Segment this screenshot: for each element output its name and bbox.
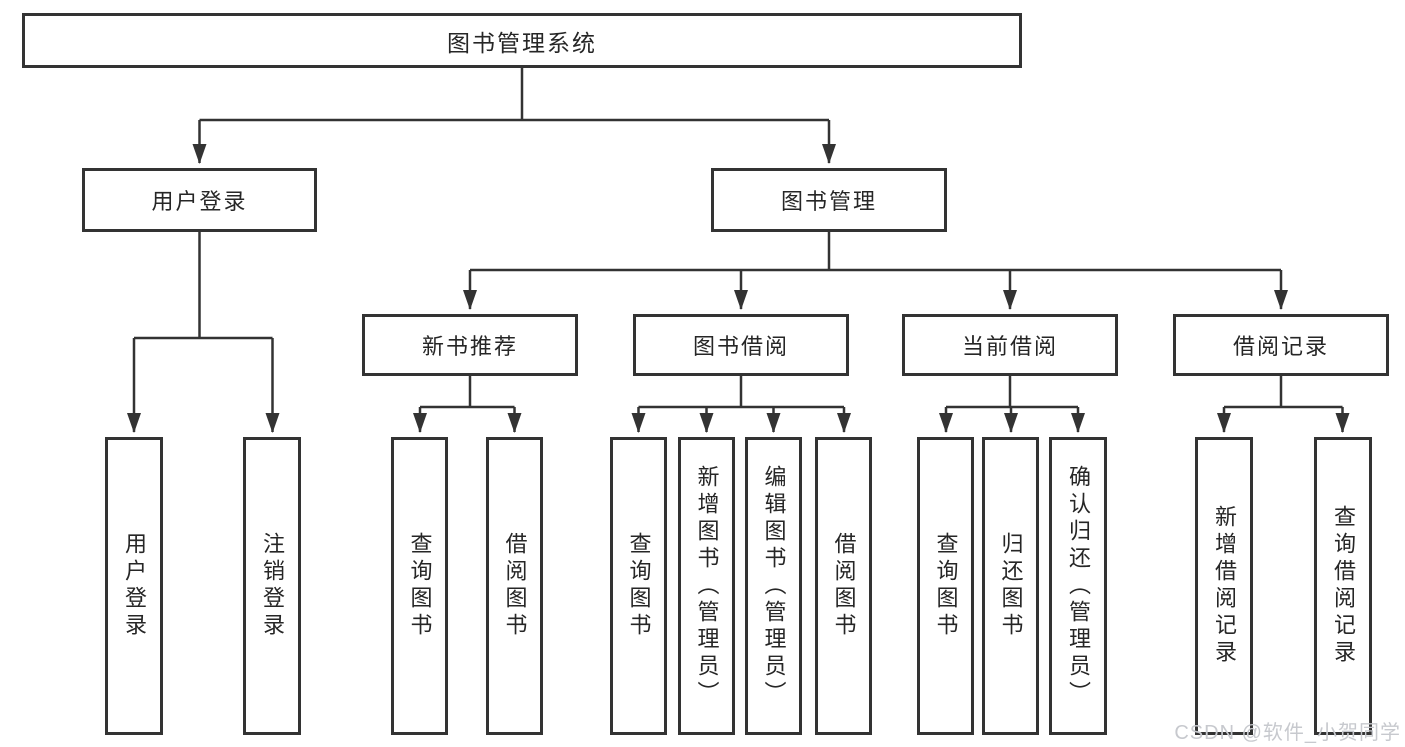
leaf-cb-confirm-return-label: 确认归还（管理员） [1066,464,1091,708]
node-current-borrow: 当前借阅 [902,314,1118,376]
leaf-user-login: 用户登录 [105,437,163,735]
connector-user-login-tee [134,232,273,340]
node-user-login: 用户登录 [82,168,317,232]
leaf-br-add-record: 新增借阅记录 [1195,437,1253,735]
leaf-cb-query-book-label: 查询图书 [933,532,959,640]
leaf-cb-confirm-return: 确认归还（管理员） [1049,437,1107,735]
node-book-borrow-label: 图书借阅 [692,334,789,359]
leaf-bb-edit-book: 编辑图书（管理员） [745,437,802,735]
node-borrow-record: 借阅记录 [1173,314,1389,376]
node-book-borrow: 图书借阅 [633,314,849,376]
connector-book-management-tee [470,232,1281,272]
node-root: 图书管理系统 [22,13,1022,68]
leaf-nb-query-book-label: 查询图书 [407,532,433,640]
connector-borrow-record-tee [1224,376,1343,409]
connector-book-borrow-tee [638,376,844,409]
leaf-logout-label: 注销登录 [260,532,285,640]
leaf-br-add-record-label: 新增借阅记录 [1212,505,1237,667]
node-new-book-recommend-label: 新书推荐 [421,334,518,359]
leaf-bb-query-book-label: 查询图书 [626,532,652,640]
leaf-nb-query-book: 查询图书 [391,437,448,735]
leaf-br-query-record-label: 查询借阅记录 [1331,505,1356,667]
node-current-borrow-label: 当前借阅 [961,334,1058,359]
node-book-management: 图书管理 [711,168,947,232]
leaf-bb-edit-book-label: 编辑图书（管理员） [761,464,787,708]
node-new-book-recommend: 新书推荐 [362,314,578,376]
leaf-nb-borrow-book: 借阅图书 [486,437,543,735]
leaf-br-query-record: 查询借阅记录 [1314,437,1372,735]
connector-root-tee [199,68,829,122]
connector-new-book-tee [420,376,515,409]
leaf-logout: 注销登录 [243,437,301,735]
node-borrow-record-label: 借阅记录 [1232,334,1329,359]
leaf-bb-borrow-book-label: 借阅图书 [831,532,857,640]
leaf-user-login-label: 用户登录 [122,532,147,640]
leaf-cb-return-book: 归还图书 [982,437,1039,735]
leaf-cb-return-book-label: 归还图书 [998,532,1024,640]
connector-current-borrow-tee [946,376,1078,409]
leaf-nb-borrow-book-label: 借阅图书 [502,532,528,640]
leaf-bb-borrow-book: 借阅图书 [815,437,872,735]
leaf-bb-add-book-label: 新增图书（管理员） [694,464,720,708]
node-book-management-label: 图书管理 [780,189,877,214]
leaf-bb-add-book: 新增图书（管理员） [678,437,735,735]
node-root-label: 图书管理系统 [447,29,597,56]
node-user-login-label: 用户登录 [151,189,248,214]
leaf-cb-query-book: 查询图书 [917,437,974,735]
leaf-bb-query-book: 查询图书 [610,437,667,735]
